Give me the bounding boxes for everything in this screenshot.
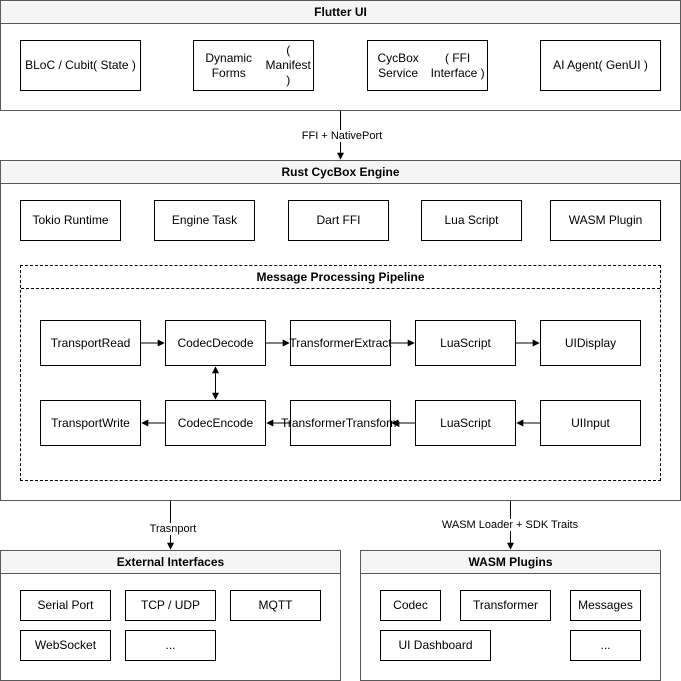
lua-script-in-line2: Script bbox=[460, 335, 491, 350]
dynamic-forms-line2: ( Manifest ) bbox=[265, 43, 311, 87]
ai-agent-node: AI Agent ( GenUI ) bbox=[540, 40, 661, 91]
flutter-ui-title: Flutter UI bbox=[1, 1, 680, 24]
edge-wasm-label: WASM Loader + SDK Traits bbox=[440, 519, 580, 531]
lua-script-in-line1: Lua bbox=[440, 335, 461, 350]
lua-script-out-node: Lua Script bbox=[415, 400, 516, 446]
transport-read-node: Transport Read bbox=[40, 320, 141, 366]
ai-agent-line2: ( GenUI ) bbox=[598, 58, 648, 72]
cycbox-service-line1: CycBox Service bbox=[377, 50, 419, 80]
transport-write-line1: Transport bbox=[51, 415, 103, 430]
bloc-cubit-line2: ( State ) bbox=[93, 58, 136, 72]
transformer-extract-line2: Extract bbox=[354, 335, 392, 350]
wasm-plugin-component-node: WASM Plugin bbox=[550, 200, 661, 241]
pipeline-group: Message Processing Pipeline bbox=[20, 265, 661, 481]
external-more-node: ... bbox=[125, 630, 216, 661]
transformer-extract-line1: Transformer bbox=[289, 335, 355, 350]
wasm-more-node: ... bbox=[570, 630, 641, 661]
wasm-ui-dashboard-node: UI Dashboard bbox=[380, 630, 491, 661]
ui-input-node: UI Input bbox=[540, 400, 641, 446]
codec-encode-line1: Codec bbox=[177, 415, 213, 430]
ui-display-line2: Display bbox=[576, 335, 617, 350]
transport-read-line2: Read bbox=[101, 335, 131, 350]
ai-agent-line1: AI Agent bbox=[553, 58, 599, 72]
transformer-transform-node: Transformer Transform bbox=[281, 400, 400, 446]
ui-input-line2: Input bbox=[583, 415, 610, 430]
wasm-plugins-title: WASM Plugins bbox=[361, 551, 660, 574]
engine-task-node: Engine Task bbox=[154, 200, 255, 241]
lua-script-in-node: Lua Script bbox=[415, 320, 516, 366]
dynamic-forms-line1: Dynamic Forms bbox=[205, 50, 253, 80]
ui-input-line1: UI bbox=[571, 415, 584, 430]
lua-script-component-node: Lua Script bbox=[421, 200, 522, 241]
tokio-runtime-node: Tokio Runtime bbox=[20, 200, 121, 241]
codec-decode-node: Codec Decode bbox=[165, 320, 266, 366]
edge-ffi-label: FFI + NativePort bbox=[300, 130, 384, 142]
external-interfaces-title: External Interfaces bbox=[1, 551, 340, 574]
wasm-codec-node: Codec bbox=[380, 590, 441, 621]
dynamic-forms-node: Dynamic Forms ( Manifest ) bbox=[193, 40, 314, 91]
cycbox-service-line2: ( FFI Interface ) bbox=[430, 50, 485, 80]
codec-decode-line2: Decode bbox=[212, 335, 254, 350]
transport-write-line2: Write bbox=[102, 415, 130, 430]
pipeline-title: Message Processing Pipeline bbox=[21, 266, 660, 289]
lua-script-out-line1: Lua bbox=[440, 415, 461, 430]
codec-decode-line1: Codec bbox=[177, 335, 213, 350]
edge-transport-label: Trasnport bbox=[148, 523, 198, 535]
transformer-transform-line2: Transform bbox=[345, 415, 401, 430]
bloc-cubit-line1: BLoC / Cubit bbox=[25, 58, 94, 72]
ui-display-line1: UI bbox=[564, 335, 577, 350]
transformer-extract-node: Transformer Extract bbox=[289, 320, 392, 366]
transport-write-node: Transport Write bbox=[40, 400, 141, 446]
transport-read-line1: Transport bbox=[50, 335, 102, 350]
wasm-messages-node: Messages bbox=[570, 590, 641, 621]
serial-port-node: Serial Port bbox=[20, 590, 111, 621]
dart-ffi-node: Dart FFI bbox=[288, 200, 389, 241]
tcp-udp-node: TCP / UDP bbox=[125, 590, 216, 621]
codec-encode-line2: Encode bbox=[212, 415, 254, 430]
ui-display-node: UI Display bbox=[540, 320, 641, 366]
codec-encode-node: Codec Encode bbox=[165, 400, 266, 446]
wasm-transformer-node: Transformer bbox=[460, 590, 551, 621]
websocket-node: WebSocket bbox=[20, 630, 111, 661]
rust-engine-title: Rust CycBox Engine bbox=[1, 161, 680, 184]
transformer-transform-line1: Transformer bbox=[280, 415, 346, 430]
lua-script-out-line2: Script bbox=[460, 415, 491, 430]
mqtt-node: MQTT bbox=[230, 590, 321, 621]
bloc-cubit-node: BLoC / Cubit ( State ) bbox=[20, 40, 141, 91]
cycbox-service-node: CycBox Service ( FFI Interface ) bbox=[367, 40, 488, 91]
